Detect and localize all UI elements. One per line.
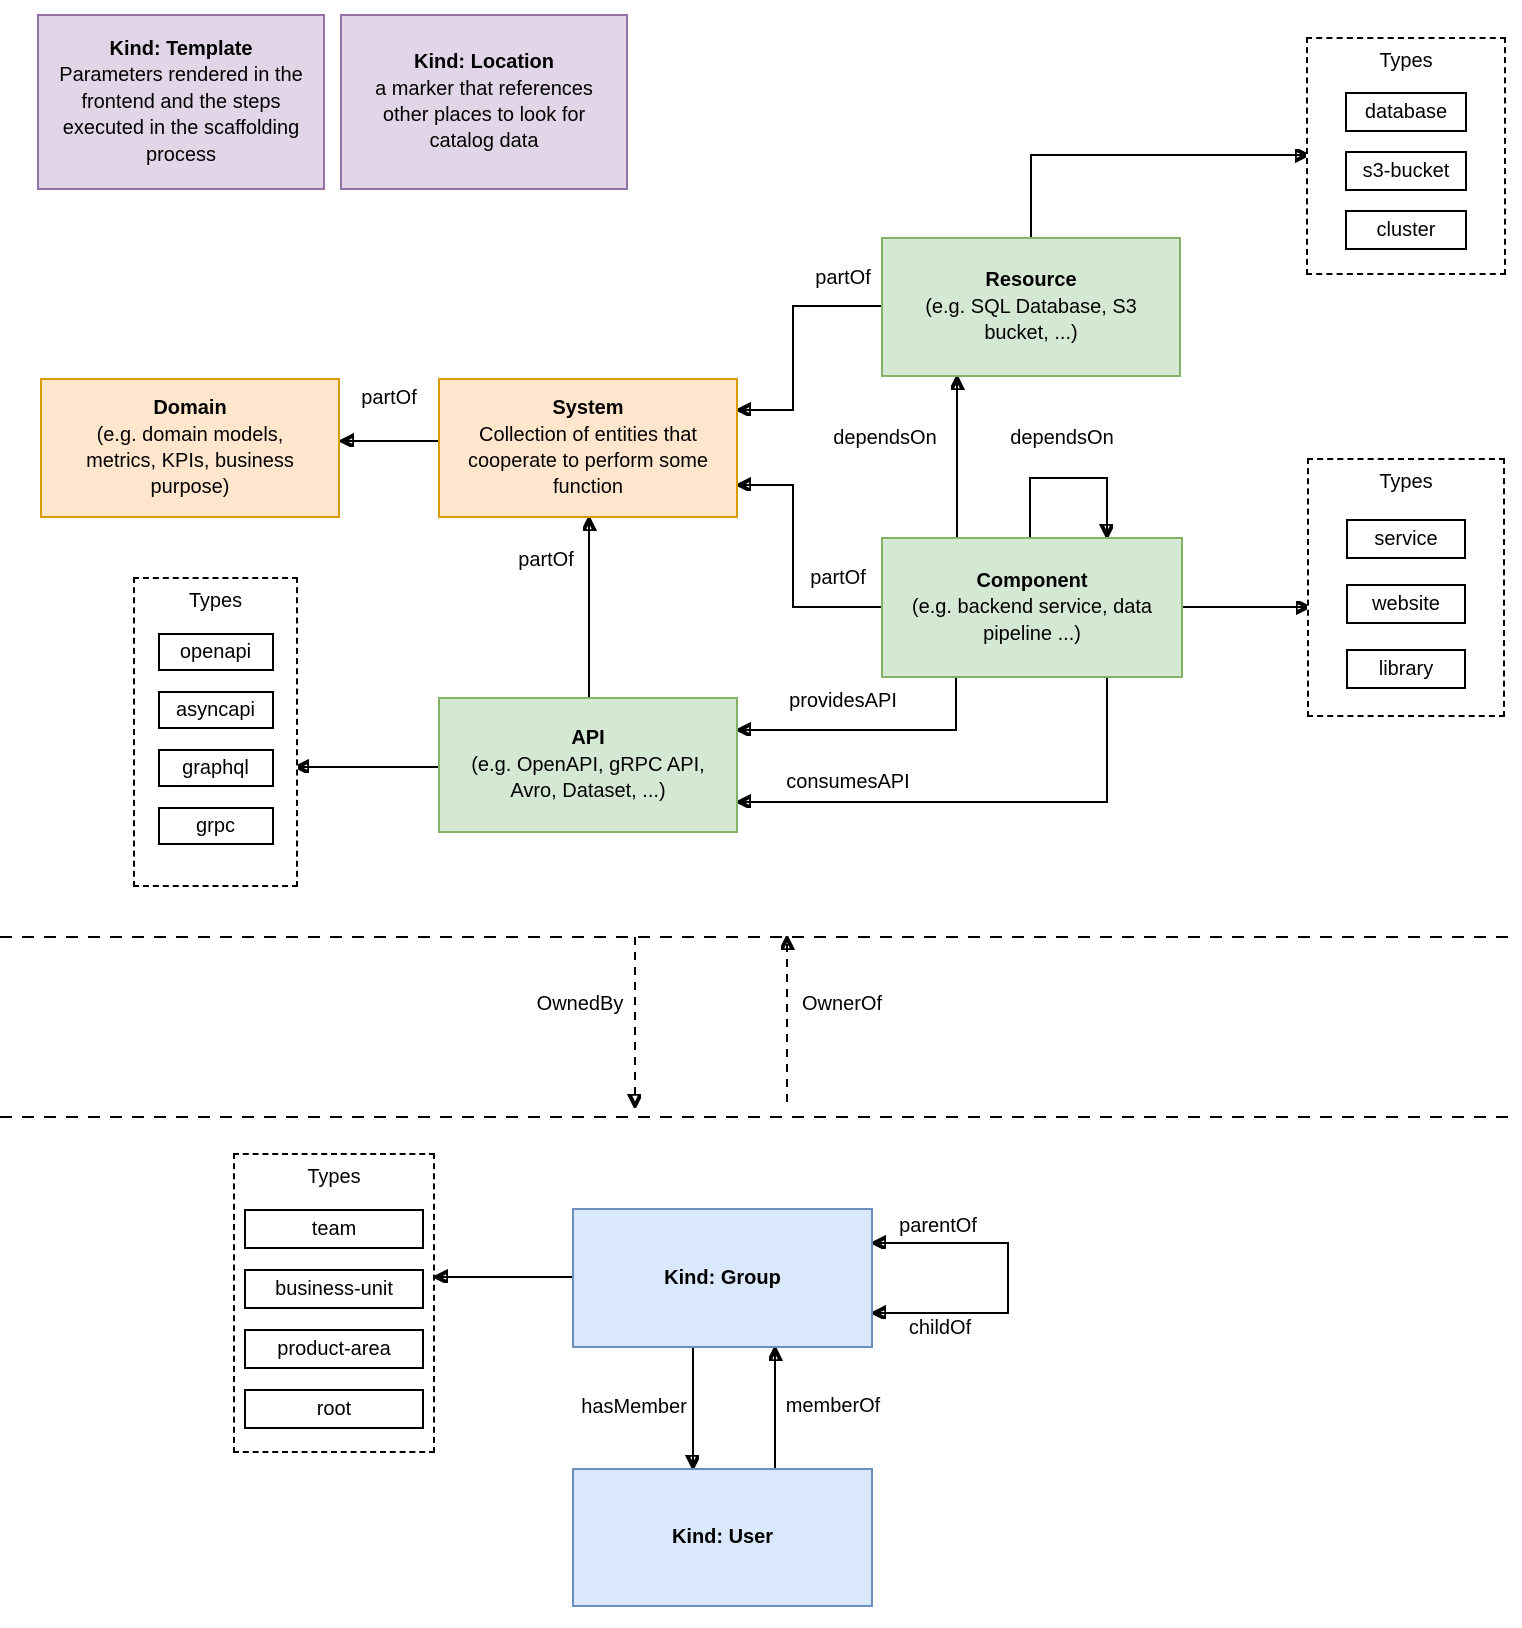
types-panel-group: Types team business-unit product-area ro… <box>233 1153 435 1453</box>
type-item-asyncapi: asyncapi <box>157 691 274 729</box>
type-item-root: root <box>244 1389 424 1429</box>
types-panel-api-title: Types <box>188 590 243 612</box>
type-item-cluster: cluster <box>1345 210 1467 250</box>
type-item-s3-bucket: s3-bucket <box>1345 151 1467 191</box>
edge-label-hasmember: hasMember <box>578 1395 690 1419</box>
types-panel-component-title: Types <box>1379 471 1433 493</box>
arrow-component-partof-system <box>740 485 881 608</box>
entity-api: API (e.g. OpenAPI, gRPC API, Avro, Datas… <box>438 697 738 833</box>
edge-label-ownerof: OwnerOf <box>798 992 886 1016</box>
edge-label-consumesapi: consumesAPI <box>783 770 913 794</box>
type-item-library: library <box>1346 649 1466 689</box>
entity-template-title: Kind: Template <box>109 38 253 61</box>
entity-location: Kind: Location a marker that references … <box>340 14 628 190</box>
entity-domain-description: (e.g. domain models, metrics, KPIs, busi… <box>86 423 294 499</box>
entity-system-description: Collection of entities that cooperate to… <box>467 423 709 499</box>
edge-label-partof-component: partOf <box>807 566 869 590</box>
entity-group-title: Kind: Group <box>664 1266 781 1289</box>
type-item-openapi: openapi <box>157 633 274 671</box>
edge-label-dependson-self: dependsOn <box>1007 426 1117 450</box>
entity-template: Kind: Template Parameters rendered in th… <box>37 14 325 190</box>
type-item-website: website <box>1346 584 1466 624</box>
entity-domain-title: Domain <box>153 397 227 420</box>
types-panel-component: Types service website library <box>1307 458 1505 717</box>
arrow-group-parentof-childof-loop <box>875 1243 1009 1313</box>
edge-label-childof: childOf <box>905 1316 975 1340</box>
entity-domain: Domain (e.g. domain models, metrics, KPI… <box>40 378 340 518</box>
types-panel-resource: Types database s3-bucket cluster <box>1306 37 1506 275</box>
types-panel-api: Types openapi asyncapi graphql grpc <box>133 577 298 887</box>
type-item-business-unit: business-unit <box>244 1269 424 1309</box>
entity-resource-description: (e.g. SQL Database, S3 bucket, ...) <box>925 295 1137 345</box>
type-item-service: service <box>1346 519 1466 559</box>
edge-label-parentof: parentOf <box>896 1214 980 1238</box>
edge-label-memberof: memberOf <box>782 1394 884 1418</box>
edge-label-partof-resource: partOf <box>812 266 874 290</box>
arrow-resource-to-types <box>1030 155 1306 237</box>
arrow-resource-partof-system <box>740 305 881 410</box>
edge-label-ownedby: OwnedBy <box>533 992 627 1016</box>
edge-label-providesapi: providesAPI <box>786 689 900 713</box>
entity-api-description: (e.g. OpenAPI, gRPC API, Avro, Dataset, … <box>471 753 705 803</box>
entity-component: Component (e.g. backend service, data pi… <box>881 537 1183 678</box>
edge-label-partof-api: partOf <box>515 548 577 572</box>
entity-api-title: API <box>571 727 605 750</box>
entity-location-title: Kind: Location <box>414 51 554 74</box>
entity-location-description: a marker that references other places to… <box>375 77 593 153</box>
edge-label-partof-system: partOf <box>358 386 420 410</box>
type-item-graphql: graphql <box>157 749 274 787</box>
type-item-database: database <box>1345 92 1467 132</box>
type-item-grpc: grpc <box>157 807 274 845</box>
types-panel-group-title: Types <box>307 1166 361 1188</box>
entity-resource-title: Resource <box>985 269 1077 292</box>
edge-label-dependson-resource: dependsOn <box>830 426 940 450</box>
entity-template-description: Parameters rendered in the frontend and … <box>59 64 303 166</box>
type-item-team: team <box>244 1209 424 1249</box>
entity-system-title: System <box>552 397 624 420</box>
entity-system: System Collection of entities that coope… <box>438 378 738 518</box>
arrow-component-consumesapi-api <box>740 678 1108 802</box>
arrow-component-providesapi-api <box>740 678 957 730</box>
entity-component-title: Component <box>976 569 1088 592</box>
entity-resource: Resource (e.g. SQL Database, S3 bucket, … <box>881 237 1181 377</box>
type-item-product-area: product-area <box>244 1329 424 1369</box>
entity-component-description: (e.g. backend service, data pipeline ...… <box>911 596 1153 645</box>
arrow-component-dependson-self <box>1029 477 1107 537</box>
entity-user: Kind: User <box>572 1468 873 1607</box>
entity-group: Kind: Group <box>572 1208 873 1348</box>
entity-user-title: Kind: User <box>671 1526 774 1549</box>
types-panel-resource-title: Types <box>1379 50 1433 72</box>
